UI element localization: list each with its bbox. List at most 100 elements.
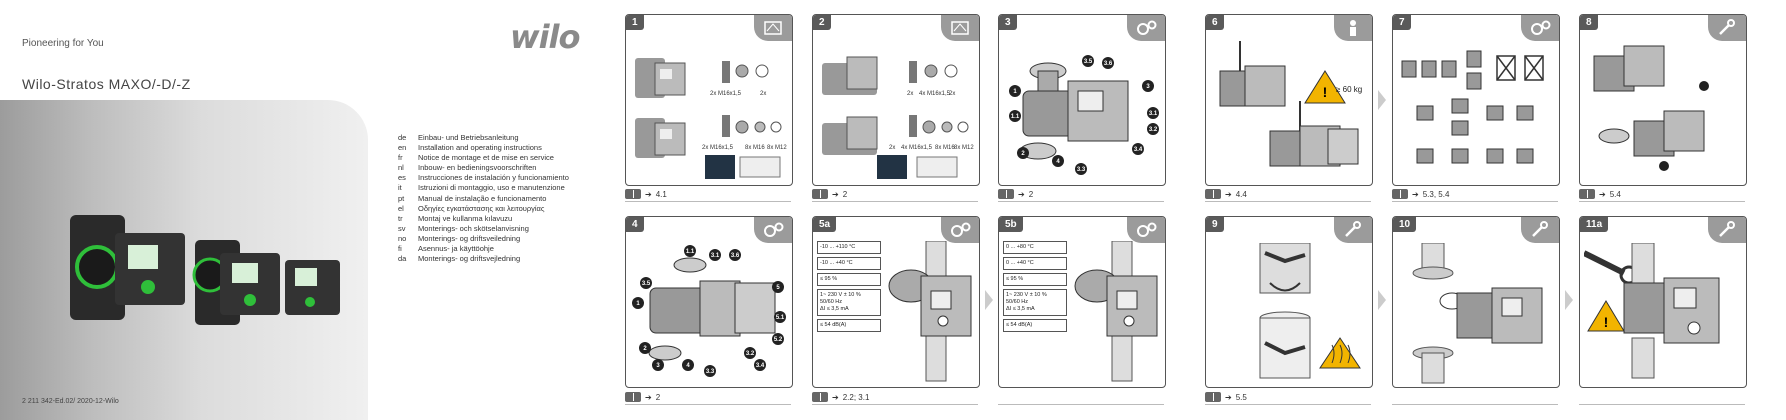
svg-text:1: 1 (1013, 89, 1017, 95)
motor-rotation-illustration (1593, 45, 1709, 171)
svg-text:3.3: 3.3 (706, 369, 715, 375)
next-arrow (1378, 90, 1386, 110)
spec-ambient-temp: -10 ... +40 °C (817, 257, 881, 270)
panel-corner (1334, 217, 1372, 243)
panel-9: 9 (1205, 216, 1373, 388)
wrench-icon (1719, 19, 1735, 35)
panel-number: 4 (626, 217, 644, 232)
panel-number: 11a (1580, 217, 1609, 232)
next-arrow (1565, 290, 1573, 310)
weight-warning: ≥ 60 kg (1336, 85, 1363, 94)
panel-corner (754, 15, 792, 41)
panel-number: 5a (813, 217, 837, 232)
book-icon (1205, 189, 1221, 199)
arrow-icon: ➔ (1599, 189, 1606, 199)
panel-number: 2 (813, 15, 831, 30)
spec-noise: ≤ 54 dB(A) (1003, 319, 1067, 332)
panel-1: 1 2x M16x1,5 2x 2x M16x1,5 8x M16 8x M12 (625, 14, 793, 186)
manual-reference: ➔5.3, 5.4 (1392, 189, 1449, 199)
svg-text:3.5: 3.5 (642, 281, 651, 287)
book-icon (812, 189, 828, 199)
warning-icon: ! (1604, 314, 1609, 330)
installation-location-illustration (1074, 241, 1158, 382)
product-title: Wilo-Stratos MAXO/-D/-Z (22, 76, 191, 92)
hot-surface-icon (1331, 344, 1351, 364)
installation-location-illustration (888, 241, 972, 382)
svg-text:4: 4 (1056, 159, 1060, 165)
spec-fluid-temp: 0 ... +80 °C (1003, 241, 1067, 254)
svg-text:4: 4 (686, 363, 690, 369)
gears-icon (1531, 20, 1551, 35)
label: 8x M16 (935, 145, 955, 151)
next-arrow (985, 290, 993, 310)
svg-text:3.1: 3.1 (711, 253, 720, 259)
warning-icon: ! (1323, 84, 1328, 100)
label: 8x M16 (745, 145, 765, 151)
svg-text:1.1: 1.1 (1011, 114, 1020, 120)
panel-corner (1334, 15, 1372, 41)
label: 2x (949, 91, 955, 97)
panel-corner (1521, 217, 1559, 243)
spec-humidity: ≤ 95 % (817, 273, 881, 286)
manual-reference: ➔4.1 (625, 189, 667, 199)
twin-pump-components-illustration: 1 1.1 2 3 3.1 3.2 3.3 3.4 3.5 3.6 4 5 5.… (632, 245, 786, 377)
pump-components-illustration: 1 1.1 2 3 3.1 3.2 3.3 3.4 3.5 3.6 4 (1009, 55, 1159, 175)
svg-text:3.3: 3.3 (1077, 167, 1086, 173)
panel-8: 8 (1579, 14, 1747, 186)
arrow-icon: ➔ (832, 189, 839, 199)
panel-corner (941, 217, 979, 243)
svg-text:5.1: 5.1 (776, 315, 785, 321)
arrow-icon: ➔ (832, 392, 839, 402)
panel-number: 10 (1393, 217, 1417, 232)
spec-ambient-temp: 0 ... +40 °C (1003, 257, 1067, 270)
svg-text:5: 5 (776, 285, 780, 291)
svg-text:2: 2 (643, 346, 647, 352)
gears-icon (1137, 20, 1157, 35)
book-icon (1205, 392, 1221, 402)
panel-number: 8 (1580, 15, 1598, 30)
arrow-icon: ➔ (645, 189, 652, 199)
label: 8x M12 (954, 145, 974, 151)
panel-5a: 5a -10 ... +110 °C -10 ... +40 °C ≤ 95 %… (812, 216, 980, 388)
lifting-illustration: ! (1219, 41, 1359, 167)
panel-5b: 5b 0 ... +80 °C 0 ... +40 °C ≤ 95 % 1~ 2… (998, 216, 1166, 388)
book-icon (1392, 189, 1408, 199)
panel-corner (754, 217, 792, 243)
label: 2x (760, 91, 766, 97)
panel-2: 2 2x 4x M16x1,5 2x 2x 4x M16x1,5 8x M16 … (812, 14, 980, 186)
panel-number: 7 (1393, 15, 1411, 30)
book-icon (625, 189, 641, 199)
pump-product-image (70, 215, 340, 325)
valve-close-illustration (1259, 243, 1361, 379)
scope-of-delivery-twin-illustration: 2x 4x M16x1,5 2x 2x 4x M16x1,5 8x M16 8x… (822, 56, 974, 179)
wilo-logo: wilo (510, 18, 580, 56)
next-arrow (1378, 290, 1386, 310)
svg-text:3.5: 3.5 (1084, 59, 1093, 65)
book-icon (998, 189, 1014, 199)
panel-number: 1 (626, 15, 644, 30)
arrow-icon: ➔ (1018, 189, 1025, 199)
arrow-icon: ➔ (1225, 189, 1232, 199)
label: 4x M16x1,5 (919, 91, 951, 97)
panel-number: 6 (1206, 15, 1224, 30)
panel-corner (941, 15, 979, 41)
arrow-icon: ➔ (645, 392, 652, 402)
svg-text:3.6: 3.6 (731, 253, 740, 259)
svg-text:5.2: 5.2 (774, 337, 783, 343)
spec-list: 0 ... +80 °C 0 ... +40 °C ≤ 95 % 1~ 230 … (1003, 241, 1067, 335)
label: 2x M16x1,5 (702, 145, 734, 151)
manual-reference: ➔2 (625, 392, 660, 402)
panel-6: 6 ! ≥ 60 kg (1205, 14, 1373, 186)
svg-text:1: 1 (636, 301, 640, 307)
scope-of-delivery-illustration: 2x M16x1,5 2x 2x M16x1,5 8x M16 8x M12 (635, 58, 787, 179)
label: 2x (907, 91, 913, 97)
panel-corner (1521, 15, 1559, 41)
